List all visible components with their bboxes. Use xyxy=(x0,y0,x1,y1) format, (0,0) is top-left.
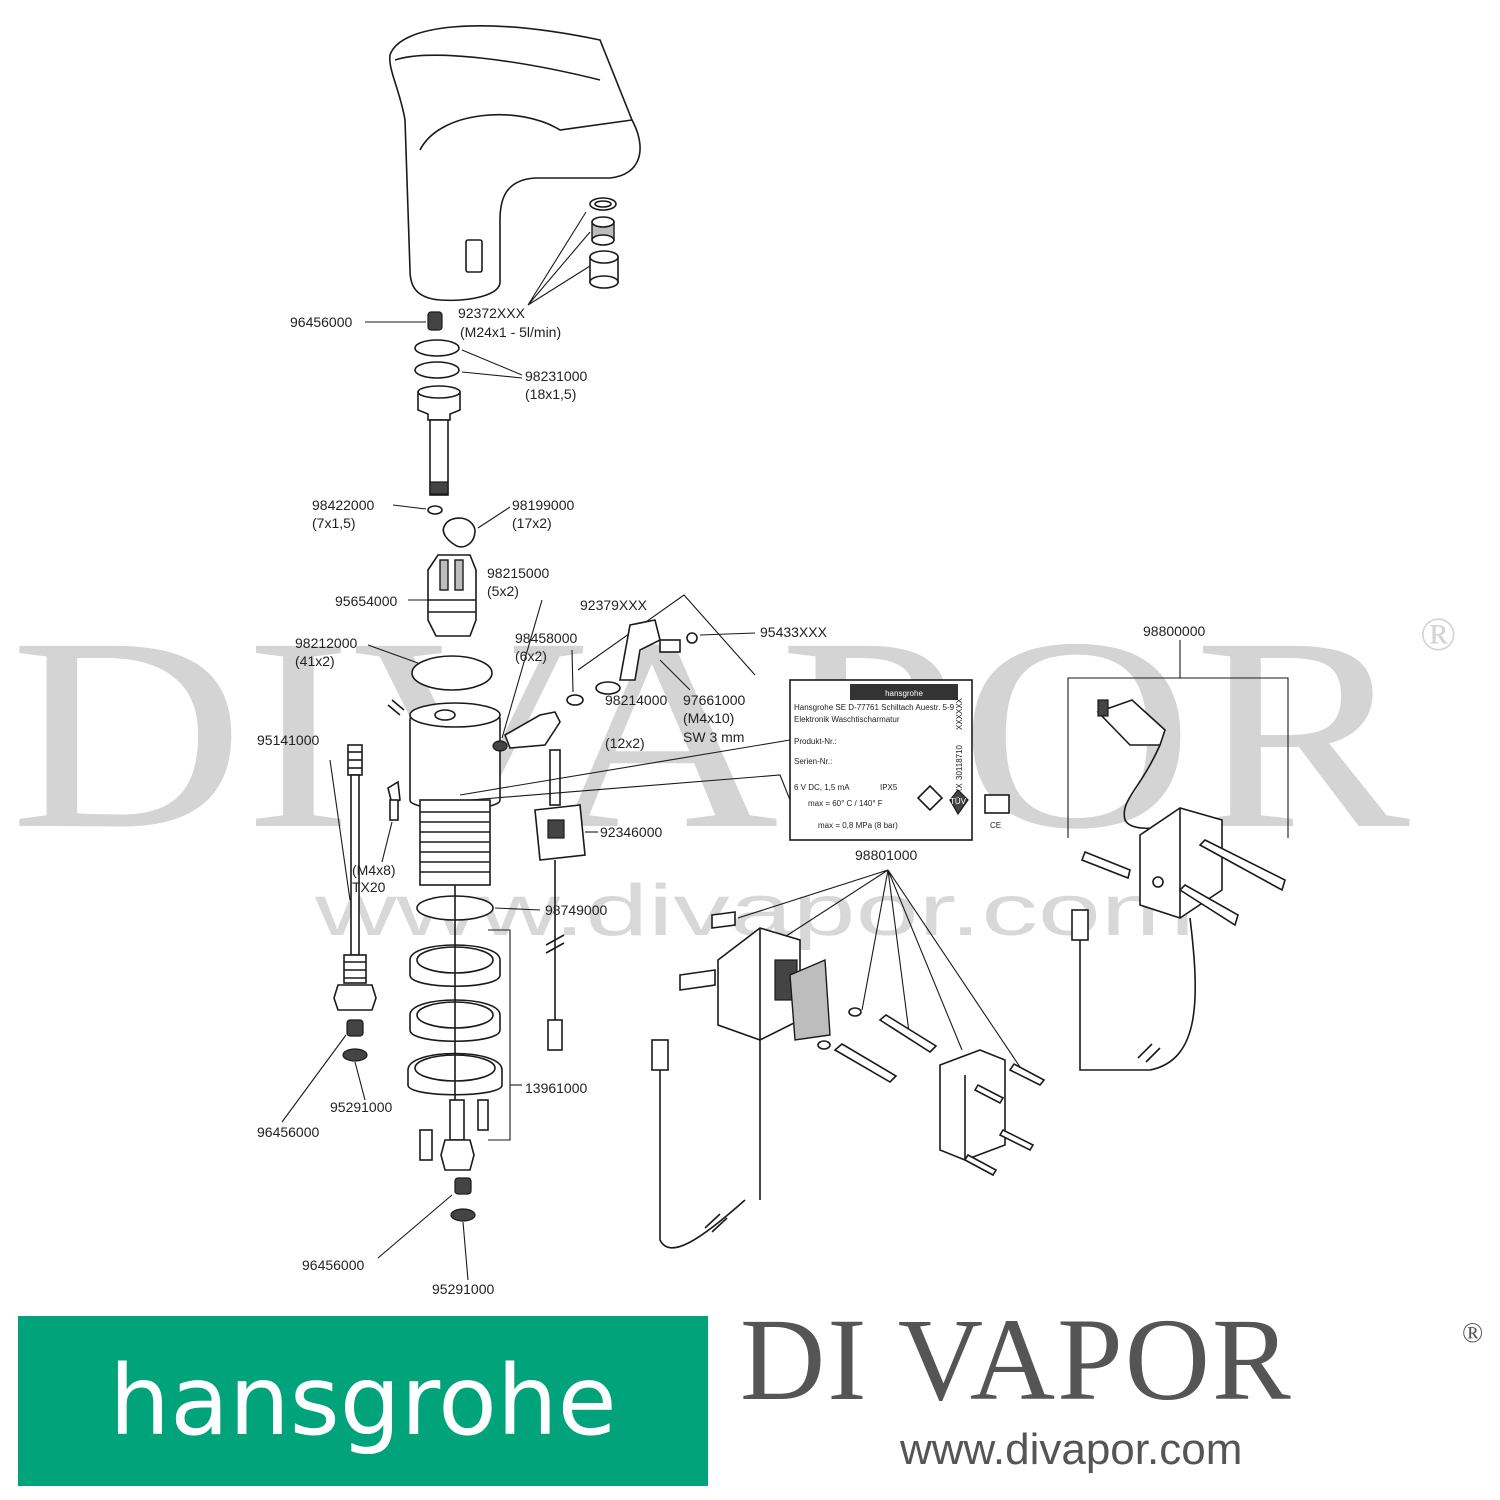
label-gasket: 98199000 xyxy=(512,497,575,513)
label-product: Produkt-Nr.: xyxy=(794,737,837,746)
label-strainer-bottom: 95291000 xyxy=(432,1281,495,1297)
hansgrohe-logo-banner: hansgrohe xyxy=(18,1316,708,1486)
label-screw-m4x10-tool: SW 3 mm xyxy=(683,729,744,745)
faucet-spout xyxy=(389,25,641,302)
valve-stem xyxy=(392,385,461,515)
label-oring-small-spec: (7x1,5) xyxy=(312,515,356,531)
hose xyxy=(329,744,377,1011)
lever-set xyxy=(577,594,756,695)
label-check-valve-top: 96456000 xyxy=(290,314,353,330)
label-oring-big: 98212000 xyxy=(295,635,358,651)
label-screw-m4x8-spec: (M4x8) xyxy=(352,862,396,878)
watermark: DIVAPOR ® www.divapor.com xyxy=(10,582,1456,951)
label-battery-box: 98801000 xyxy=(855,847,918,863)
label-line2: Elektronik Waschtischarmatur xyxy=(794,715,900,724)
power-supply xyxy=(1067,640,1289,1071)
part-labels: 92372XXX (M24x1 - 5l/min) 96456000 98231… xyxy=(257,305,1206,1297)
label-line1: Hansgrohe SE D-77761 Schiltach Auestr. 5… xyxy=(794,703,955,712)
label-brand: hansgrohe xyxy=(885,689,923,698)
label-hose: 95141000 xyxy=(257,732,320,748)
label-screw-m4x8-tool: TX20 xyxy=(352,879,386,895)
label-oring-12x2-spec: (12x2) xyxy=(605,735,645,751)
sensor xyxy=(534,749,598,1051)
rating-label: hansgrohe Hansgrohe SE D-77761 Schiltach… xyxy=(789,679,1010,841)
valve-insert xyxy=(492,599,584,752)
label-power-supply: 98800000 xyxy=(1143,623,1206,639)
battery-box xyxy=(651,869,1023,1249)
body-thread xyxy=(420,811,490,873)
label-oring-6x2-spec: (6x2) xyxy=(515,648,547,664)
oring-big xyxy=(367,644,493,691)
divapor-url: www.divapor.com xyxy=(900,1425,1243,1474)
mixer-body xyxy=(387,699,501,886)
label-washer: 98749000 xyxy=(545,902,608,918)
label-serial: Serien-Nr.: xyxy=(794,757,832,766)
label-temp: max = 60° C / 140° F xyxy=(808,799,883,808)
label-oring-5x2: 98215000 xyxy=(487,565,550,581)
label-screw-m4x10-spec: (M4x10) xyxy=(683,710,734,726)
aerator-set xyxy=(527,197,619,306)
label-mounting-set: 13961000 xyxy=(525,1080,588,1096)
oring-pair xyxy=(414,339,523,379)
label-clip: 95433XXX xyxy=(760,624,828,640)
label-aerator-set: 92372XXX xyxy=(458,305,526,321)
cartridge xyxy=(408,554,477,637)
label-ip: IPX5 xyxy=(880,783,898,792)
label-power: 6 V DC, 1,5 mA xyxy=(794,783,850,792)
label-pointer xyxy=(459,739,791,801)
label-strainer-left: 95291000 xyxy=(330,1099,393,1115)
threaded-rod xyxy=(419,885,489,1171)
check-valve-bottom xyxy=(377,1177,472,1259)
check-valve-top xyxy=(365,311,443,331)
label-oring-12x2: 98214000 xyxy=(605,692,668,708)
hansgrohe-logo-text: hansgrohe xyxy=(109,1345,617,1457)
label-screw-m4x10: 97661000 xyxy=(683,692,746,708)
gasket xyxy=(442,506,511,548)
label-gasket-spec: (17x2) xyxy=(512,515,552,531)
label-oring-pair: 98231000 xyxy=(525,368,588,384)
strainer-bottom xyxy=(450,1208,476,1281)
label-oring-5x2-spec: (5x2) xyxy=(487,583,519,599)
divapor-registered-mark: ® xyxy=(1462,1318,1484,1349)
strainer-left xyxy=(342,1048,368,1101)
label-code: 30118710 xyxy=(955,744,964,780)
watermark-reg: ® xyxy=(1420,608,1456,661)
screw-m4x8 xyxy=(381,799,399,863)
battery-cover xyxy=(939,1049,1046,1177)
label-pressure: max = 0,8 MPa (8 bar) xyxy=(818,821,898,830)
label-code2: XXXXXX xyxy=(955,697,964,730)
label-tuv: TÜV xyxy=(950,797,967,806)
label-aerator-spec: (M24x1 - 5l/min) xyxy=(460,324,561,340)
label-oring-6x2: 98458000 xyxy=(515,630,578,646)
label-oring-pair-spec: (18x1,5) xyxy=(525,386,576,402)
label-sensor: 92346000 xyxy=(600,824,663,840)
label-oring-small: 98422000 xyxy=(312,497,375,513)
check-valve-left xyxy=(281,1019,364,1123)
label-check-valve-bottom: 96456000 xyxy=(302,1257,365,1273)
divapor-logo-text: DI VAPOR xyxy=(740,1294,1293,1425)
label-oring-big-spec: (41x2) xyxy=(295,653,335,669)
label-check-valve-left: 96456000 xyxy=(257,1124,320,1140)
label-cartridge: 95654000 xyxy=(335,593,398,609)
label-ce: CE xyxy=(990,821,1001,830)
label-lever-set: 92379XXX xyxy=(580,597,648,613)
